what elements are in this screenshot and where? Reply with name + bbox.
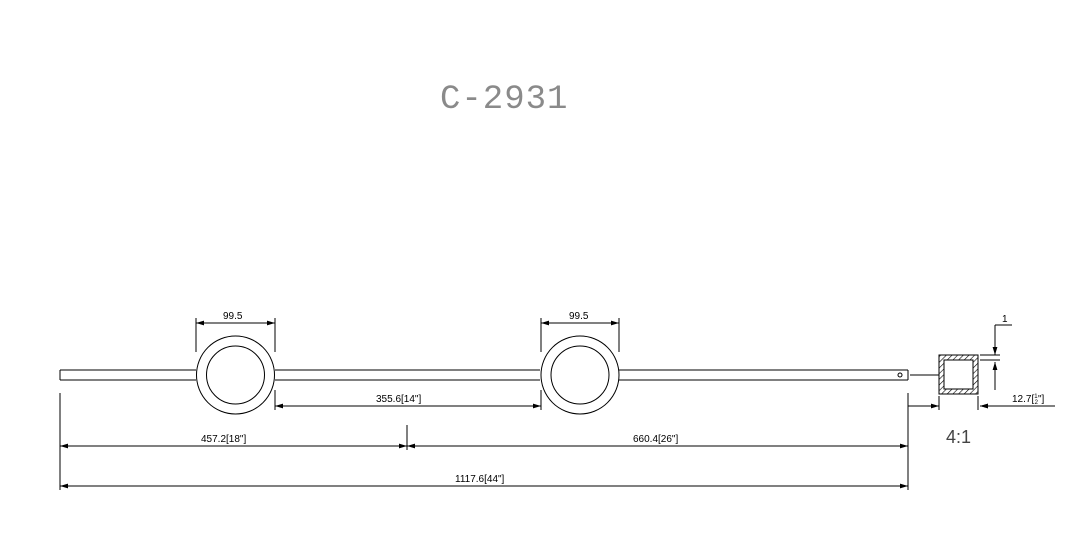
- end-hole: [897, 372, 903, 378]
- dim-left-segment-label: 457.2[18"]: [201, 434, 246, 445]
- dim-overall-label: 1117.6[44"]: [455, 474, 505, 485]
- ring-left: [196, 335, 275, 415]
- dim-between-rings: 355.6[14"]: [274, 390, 542, 410]
- dim-ring-right: 99.5: [540, 311, 620, 352]
- dim-ring-right-label: 99.5: [569, 311, 589, 322]
- dim-between-rings-label: 355.6[14"]: [376, 394, 421, 405]
- detail-scale-label: 4:1: [946, 427, 971, 447]
- dim-overall: 1117.6[44"]: [60, 474, 908, 489]
- dim-right-segment: 660.4[26"]: [407, 434, 908, 449]
- tube-section-detail: [910, 354, 979, 395]
- drawing-title: C-2931: [440, 81, 568, 119]
- dim-wall-thickness-label: 1: [1002, 314, 1008, 325]
- dim-ring-left: 99.5: [195, 311, 276, 352]
- dim-left-segment: 457.2[18"]: [60, 434, 407, 449]
- dim-ring-left-label: 99.5: [223, 311, 243, 322]
- ring-right: [540, 335, 620, 415]
- dim-wall-thickness: 1: [980, 314, 1012, 390]
- main-bar: [59, 369, 909, 381]
- dim-right-segment-label: 660.4[26"]: [633, 434, 678, 445]
